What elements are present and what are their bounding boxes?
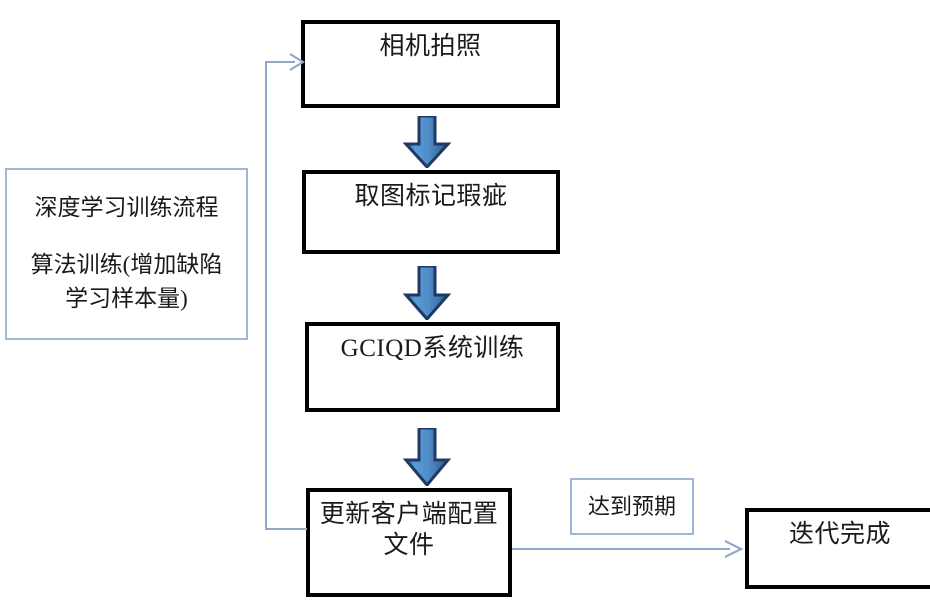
condition-label-text: 达到预期 — [587, 493, 676, 519]
process-box-label: 相机拍照 — [379, 33, 482, 60]
block-arrow-down-icon — [402, 264, 452, 322]
condition-label-expected: 达到预期 — [570, 478, 694, 535]
process-box-system-training[interactable]: GCIQD系统训练 — [305, 322, 560, 412]
feedback-line-bottom — [265, 528, 307, 530]
info-box-line-1: 深度学习训练流程 — [34, 195, 219, 221]
process-box-label: GCIQD系统训练 — [340, 335, 525, 362]
complete-line-horizontal — [512, 548, 730, 550]
process-box-label: 更新客户端配置 文件 — [319, 501, 499, 559]
arrowhead-right-icon — [289, 53, 306, 71]
process-box-camera-capture[interactable]: 相机拍照 — [301, 20, 560, 108]
process-box-label: 迭代完成 — [788, 521, 891, 548]
feedback-line-top — [265, 61, 295, 63]
process-box-update-client-config[interactable]: 更新客户端配置 文件 — [306, 488, 512, 597]
block-arrow-down-icon — [402, 426, 452, 488]
info-callout-box: 深度学习训练流程 算法训练(增加缺陷 学习样本量) — [5, 168, 248, 340]
process-box-label: 取图标记瑕疵 — [354, 183, 508, 210]
process-box-mark-defects[interactable]: 取图标记瑕疵 — [302, 170, 560, 254]
block-arrow-down-2 — [402, 264, 452, 322]
block-arrow-down-3 — [402, 426, 452, 488]
block-arrow-down-icon — [402, 114, 452, 170]
info-box-line-2: 算法训练(增加缺陷 学习样本量) — [30, 251, 223, 312]
feedback-line-vertical — [265, 61, 267, 530]
block-arrow-down-1 — [402, 114, 452, 170]
arrowhead-right-icon — [724, 540, 744, 558]
process-box-iteration-complete[interactable]: 迭代完成 — [745, 508, 930, 589]
